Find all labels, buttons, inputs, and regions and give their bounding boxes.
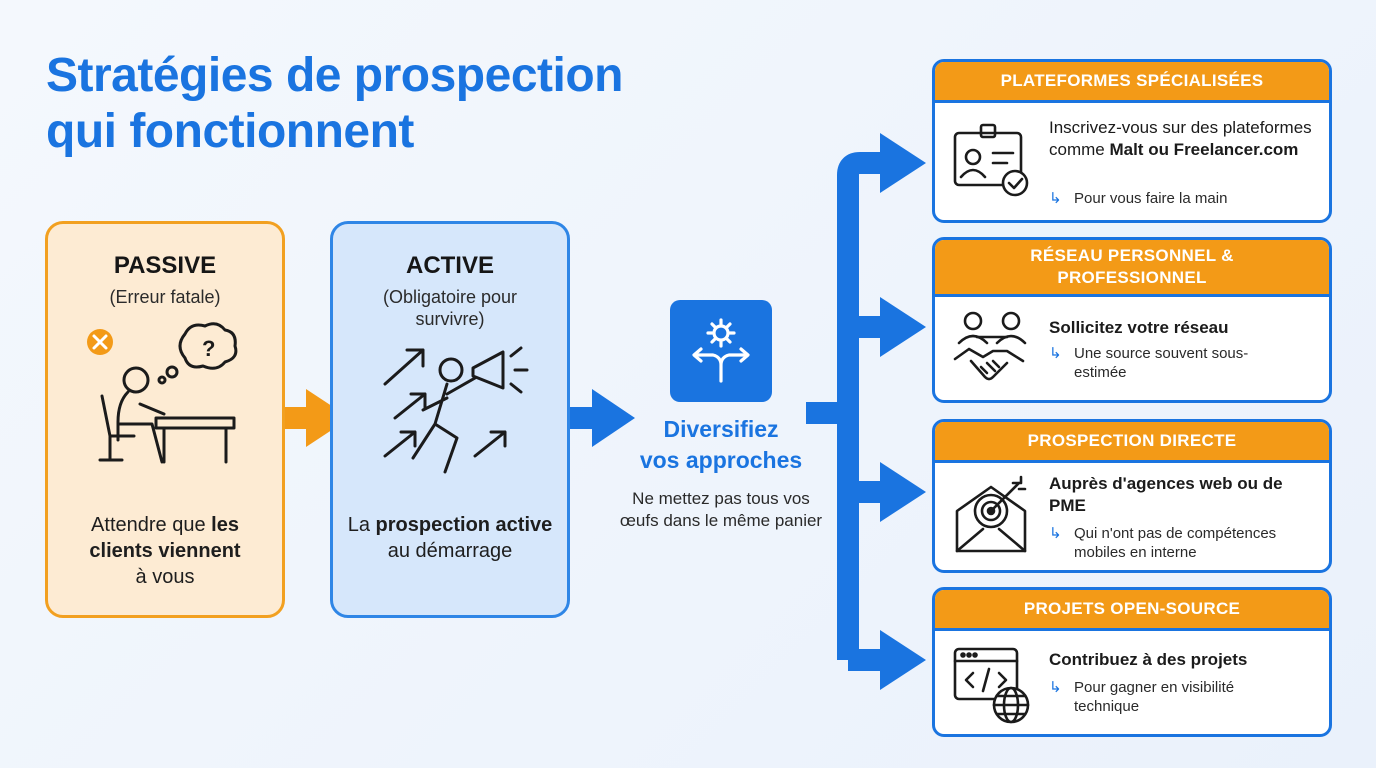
passive-body-bold: les clients viennent <box>89 514 241 562</box>
panel-open-source-note: ↳ Pour gagner en visibilité technique <box>1049 678 1279 716</box>
panel-open-source-note-text: Pour gagner en visibilité technique <box>1074 679 1235 715</box>
diversify-text: Ne mettez pas tous vos œufs dans le même… <box>619 489 823 530</box>
panel-plateformes-body: Inscrivez-vous sur des plateformes comme… <box>935 100 1329 220</box>
passive-body-plain1: Attendre que <box>91 514 212 536</box>
waiting-person-icon: ? <box>87 322 238 464</box>
page-title: Stratégies de prospection qui fonctionne… <box>46 48 766 160</box>
panel-prospection-directe-note-text: Qui n'ont pas de compétences mobiles en … <box>1074 525 1277 561</box>
panel-plateformes: PLATEFORMES SPÉCIALISÉES Inscrivez-vous … <box>932 59 1332 223</box>
subarrow-icon: ↳ <box>1049 345 1062 362</box>
branch-arrowheads <box>880 133 926 690</box>
svg-text:?: ? <box>202 336 215 361</box>
page-title-line2: qui fonctionnent <box>46 105 414 158</box>
handshake-network-icon <box>953 311 1027 381</box>
panel-prospection-directe: PROSPECTION DIRECTE Auprès d'agences web… <box>932 419 1332 573</box>
megaphone-runner-icon <box>383 346 529 474</box>
panel-open-source: PROJETS OPEN-SOURCE Contribuez à des pro… <box>932 587 1332 737</box>
panel-plateformes-note-text: Pour vous faire la main <box>1074 190 1228 207</box>
panel-plateformes-text-bold: Malt ou Freelancer.com <box>1109 140 1299 159</box>
panel-open-source-text-bold: Contribuez à des projets <box>1049 650 1248 669</box>
diversify-title-line2: vos approches <box>639 447 803 473</box>
panel-reseau-body: Sollicitez votre réseau ↳ Une source sou… <box>935 294 1329 400</box>
active-subtitle: (Obligatoire pour survivre) <box>382 287 518 329</box>
diversify-title: Diversifiez vos approches <box>618 414 824 476</box>
code-window-globe-icon <box>953 647 1030 724</box>
target-envelope-icon <box>955 475 1027 553</box>
subarrow-icon: ↳ <box>1049 679 1062 696</box>
passive-title: PASSIVE <box>113 252 217 279</box>
active-body-bold: prospection active <box>375 514 553 536</box>
branch-tree <box>806 152 884 671</box>
panel-open-source-body: Contribuez à des projets ↳ Pour gagner e… <box>935 628 1329 734</box>
passive-body-plain2: à vous <box>135 566 195 588</box>
panel-prospection-directe-text-bold: Auprès d'agences web ou de PME <box>1049 474 1283 515</box>
passive-description: Attendre que les clients viennent à vous <box>62 512 268 590</box>
active-body-plain1: La <box>347 514 376 536</box>
active-description: La prospection active au démarrage <box>347 512 553 564</box>
panel-reseau-header: RÉSEAU PERSONNEL & PROFESSIONNEL <box>935 240 1329 294</box>
panel-prospection-directe-text: Auprès d'agences web ou de PME <box>1049 473 1317 517</box>
panel-open-source-text: Contribuez à des projets <box>1049 649 1317 671</box>
panel-plateformes-text: Inscrivez-vous sur des plateformes comme… <box>1049 117 1317 161</box>
gear-split-arrows-icon <box>670 300 772 402</box>
panel-prospection-directe-body: Auprès d'agences web ou de PME ↳ Qui n'o… <box>935 460 1329 570</box>
id-badge-check-icon <box>953 123 1029 197</box>
panel-reseau-text: Sollicitez votre réseau <box>1049 317 1317 339</box>
panel-plateformes-header: PLATEFORMES SPÉCIALISÉES <box>935 62 1329 100</box>
panel-reseau-note: ↳ Une source souvent sous-estimée <box>1049 344 1269 382</box>
active-title: ACTIVE <box>405 252 494 279</box>
panel-reseau-note-text: Une source souvent sous-estimée <box>1074 345 1249 381</box>
active-body-plain2: au démarrage <box>387 540 513 562</box>
passive-subtitle: (Erreur fatale) <box>109 287 221 307</box>
panel-reseau-text-bold: Sollicitez votre réseau <box>1049 318 1229 337</box>
panel-open-source-header: PROJETS OPEN-SOURCE <box>935 590 1329 628</box>
panel-reseau: RÉSEAU PERSONNEL & PROFESSIONNEL Sollici… <box>932 237 1332 403</box>
diversify-title-line1: Diversifiez <box>663 416 779 442</box>
panel-prospection-directe-header: PROSPECTION DIRECTE <box>935 422 1329 460</box>
panel-prospection-directe-note: ↳ Qui n'ont pas de compétences mobiles e… <box>1049 524 1319 562</box>
panel-plateformes-text-plain: Inscrivez-vous sur des plateformes comme <box>1049 118 1312 159</box>
panel-plateformes-note: ↳ Pour vous faire la main <box>1049 189 1319 208</box>
passive-card: PASSIVE (Erreur fatale) ? Attendre que l… <box>45 221 285 618</box>
page-title-line1: Stratégies de prospection <box>46 49 623 102</box>
diversify-block: Diversifiez vos approches Ne mettez pas … <box>618 300 824 532</box>
subarrow-icon: ↳ <box>1049 190 1062 207</box>
subarrow-icon: ↳ <box>1049 525 1062 542</box>
active-card: ACTIVE (Obligatoire pour survivre) La pr… <box>330 221 570 618</box>
